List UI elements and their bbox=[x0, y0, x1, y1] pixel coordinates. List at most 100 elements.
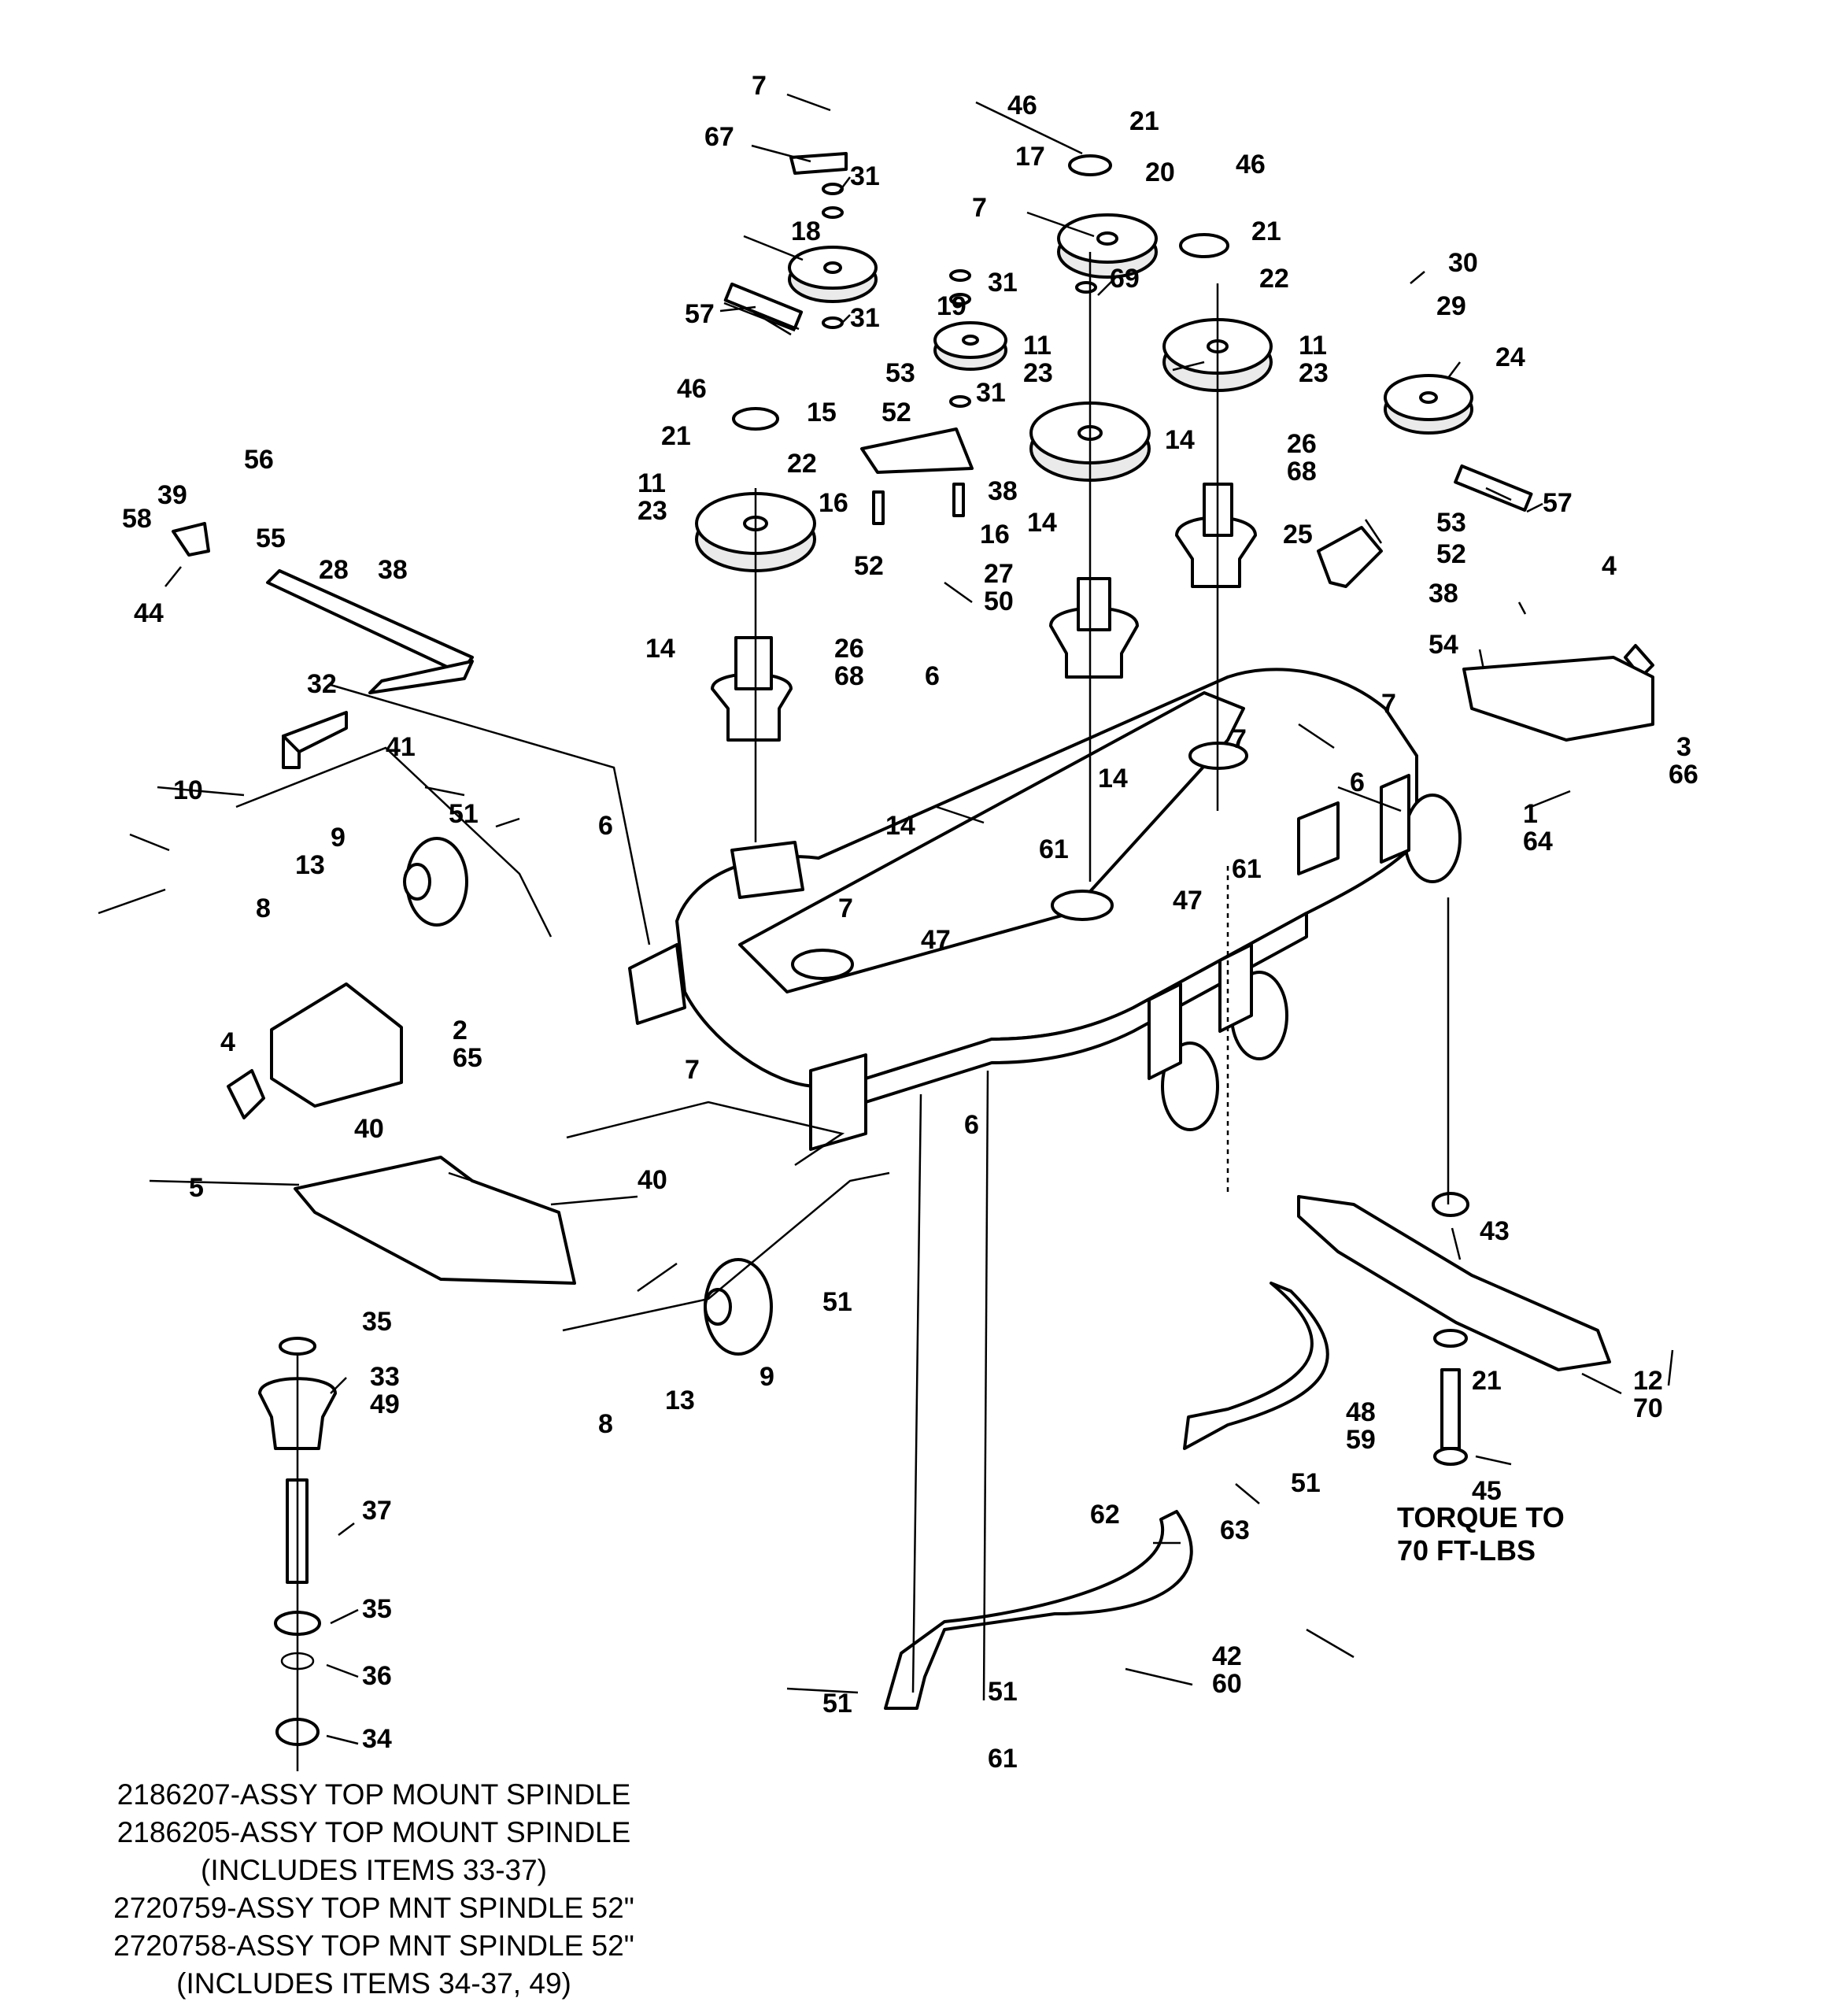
callout-14-deck-left: 14 bbox=[885, 811, 915, 841]
callout-21-top: 21 bbox=[1129, 106, 1159, 136]
callout-42: 42 bbox=[1212, 1641, 1242, 1671]
callout-21-right: 21 bbox=[1251, 216, 1281, 246]
callout-7-lower: 7 bbox=[685, 1055, 700, 1085]
callout-16-b: 16 bbox=[980, 520, 1010, 549]
callout-19: 19 bbox=[937, 291, 967, 321]
callout-40-b: 40 bbox=[638, 1165, 667, 1195]
callout-34: 34 bbox=[362, 1724, 392, 1754]
callout-21-left: 21 bbox=[661, 421, 691, 451]
callout-16-a: 16 bbox=[819, 488, 848, 518]
callout-65: 65 bbox=[453, 1043, 482, 1073]
callout-22-left: 22 bbox=[787, 449, 817, 479]
callout-36: 36 bbox=[362, 1661, 392, 1691]
callout-57-right: 57 bbox=[1543, 488, 1573, 518]
anti-scalp-wheels bbox=[403, 774, 1462, 1356]
callout-11-right: 11 bbox=[1299, 331, 1327, 361]
callout-35-top: 35 bbox=[362, 1307, 392, 1337]
callout-4-left: 4 bbox=[220, 1027, 235, 1057]
callout-29: 29 bbox=[1436, 291, 1466, 321]
callout-2: 2 bbox=[453, 1016, 468, 1045]
callout-61-a: 61 bbox=[1039, 834, 1069, 864]
assembly-note-6: (INCLUDES ITEMS 34-37, 49) bbox=[176, 1967, 571, 2000]
callout-labels-repeated: 46 21 46 21 22 7 31 31 31 11 23 11 23 14… bbox=[220, 91, 1573, 1774]
callout-62: 62 bbox=[1090, 1500, 1120, 1530]
assembly-note-4: 2720759-ASSY TOP MNT SPINDLE 52" bbox=[113, 1892, 634, 1924]
springs bbox=[723, 282, 1533, 512]
callout-labels: 7 67 31 18 57 46 21 22 11 23 26 68 14 15… bbox=[122, 71, 1698, 1754]
callout-25: 25 bbox=[1283, 520, 1313, 549]
callout-8-lower: 8 bbox=[598, 1409, 613, 1439]
blade-assembly bbox=[1297, 1192, 1611, 1466]
callout-14-mid: 14 bbox=[1027, 508, 1057, 538]
callout-33: 33 bbox=[370, 1362, 400, 1392]
callout-30: 30 bbox=[1448, 248, 1478, 278]
callout-21-blade: 21 bbox=[1472, 1366, 1502, 1396]
callout-15: 15 bbox=[807, 398, 837, 427]
spindle-housings bbox=[711, 483, 1257, 742]
callout-31-a: 31 bbox=[850, 161, 880, 191]
callout-5: 5 bbox=[189, 1173, 204, 1203]
callout-26-right: 26 bbox=[1287, 429, 1317, 459]
callout-60: 60 bbox=[1212, 1669, 1242, 1699]
callout-59: 59 bbox=[1346, 1425, 1376, 1455]
callout-7-right: 7 bbox=[1381, 689, 1396, 719]
callout-47-b: 47 bbox=[1173, 886, 1203, 916]
callout-38-right: 38 bbox=[1429, 579, 1458, 609]
pulleys bbox=[695, 213, 1473, 572]
callout-6-lower: 6 bbox=[964, 1110, 979, 1140]
callout-23-right: 23 bbox=[1299, 358, 1329, 388]
callout-10: 10 bbox=[173, 775, 203, 805]
callout-1: 1 bbox=[1523, 799, 1538, 829]
callout-37: 37 bbox=[362, 1496, 392, 1526]
callout-51-mid: 51 bbox=[822, 1287, 852, 1317]
callout-57-left: 57 bbox=[685, 299, 715, 329]
assembly-note-2: 2186205-ASSY TOP MOUNT SPINDLE bbox=[117, 1816, 631, 1848]
spindle-exploded-view bbox=[258, 1337, 337, 1771]
callout-67: 67 bbox=[704, 122, 734, 152]
baffles bbox=[884, 1282, 1329, 1710]
callout-68-left: 68 bbox=[834, 661, 864, 691]
callout-6-left: 6 bbox=[598, 811, 613, 841]
belt-and-centerlines bbox=[235, 252, 1450, 1701]
deflectors bbox=[227, 656, 1654, 1285]
callout-41: 41 bbox=[386, 732, 416, 762]
callout-7-deck-left: 7 bbox=[838, 894, 853, 923]
callout-32: 32 bbox=[307, 669, 337, 699]
callout-51-deck: 51 bbox=[449, 799, 479, 829]
leader-lines bbox=[98, 93, 1674, 1745]
callout-22-right: 22 bbox=[1259, 264, 1289, 294]
callout-53-right: 53 bbox=[1436, 508, 1466, 538]
callout-11-left: 11 bbox=[638, 468, 666, 498]
callout-49: 49 bbox=[370, 1389, 400, 1419]
callout-69: 69 bbox=[1110, 264, 1140, 294]
callout-14-left: 14 bbox=[645, 634, 675, 664]
lift-arm bbox=[172, 522, 474, 769]
torque-note-line1: TORQUE TO bbox=[1397, 1501, 1565, 1534]
callout-35-mid: 35 bbox=[362, 1594, 392, 1624]
callout-47-a: 47 bbox=[921, 925, 951, 955]
callout-8-left: 8 bbox=[256, 894, 271, 923]
callout-20: 20 bbox=[1145, 157, 1175, 187]
callout-40-a: 40 bbox=[354, 1114, 384, 1144]
callout-66: 66 bbox=[1669, 760, 1698, 790]
callout-44: 44 bbox=[134, 598, 164, 628]
callout-17: 17 bbox=[1015, 142, 1045, 172]
callout-43: 43 bbox=[1480, 1216, 1510, 1246]
callout-46-top: 46 bbox=[1007, 91, 1037, 120]
callout-61-bottom: 61 bbox=[988, 1744, 1018, 1774]
callout-46-right: 46 bbox=[1236, 150, 1266, 179]
torque-note: TORQUE TO 70 FT-LBS bbox=[1397, 1501, 1565, 1567]
callout-18: 18 bbox=[791, 216, 821, 246]
callout-28: 28 bbox=[319, 555, 349, 585]
callout-13-lower: 13 bbox=[665, 1386, 695, 1415]
callout-52-right: 52 bbox=[1436, 539, 1466, 569]
callout-56: 56 bbox=[244, 445, 274, 475]
callout-55: 55 bbox=[256, 524, 286, 553]
assembly-notes: 2186207-ASSY TOP MOUNT SPINDLE 2186205-A… bbox=[113, 1778, 634, 2000]
callout-9-lower: 9 bbox=[760, 1362, 774, 1392]
callout-7-mid: 7 bbox=[972, 193, 987, 223]
callout-3: 3 bbox=[1676, 732, 1691, 762]
assembly-note-1: 2186207-ASSY TOP MOUNT SPINDLE bbox=[117, 1778, 631, 1811]
callout-70: 70 bbox=[1633, 1393, 1663, 1423]
